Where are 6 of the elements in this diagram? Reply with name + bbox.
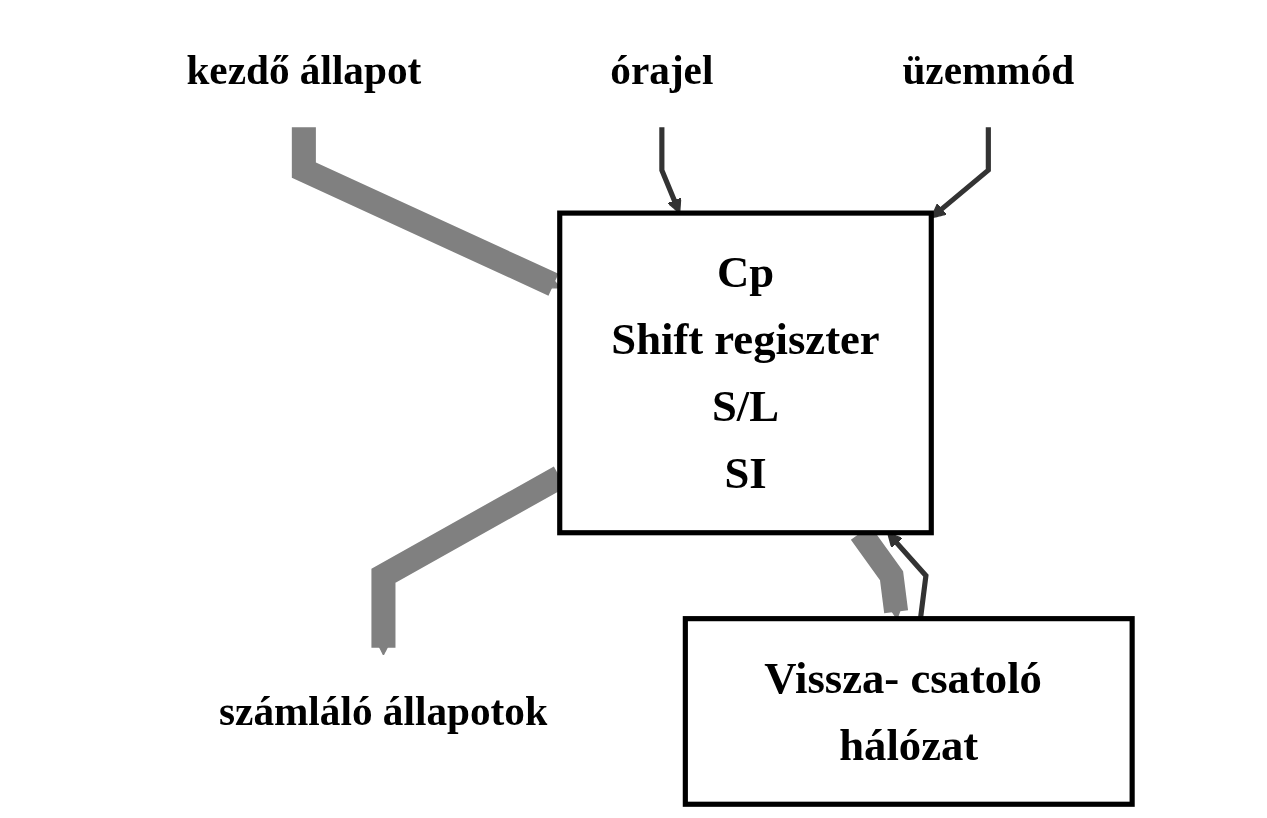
node-box: Cp Shift regiszter S/L SI: [557, 210, 934, 536]
node-box: Vissza- csatoló hálózat: [682, 616, 1135, 807]
node-text: üzemmód: [902, 48, 1075, 93]
node-text: kezdő állapot: [186, 48, 422, 93]
node-text: számláló állapotok: [219, 689, 548, 734]
node-text: órajel: [610, 48, 714, 93]
